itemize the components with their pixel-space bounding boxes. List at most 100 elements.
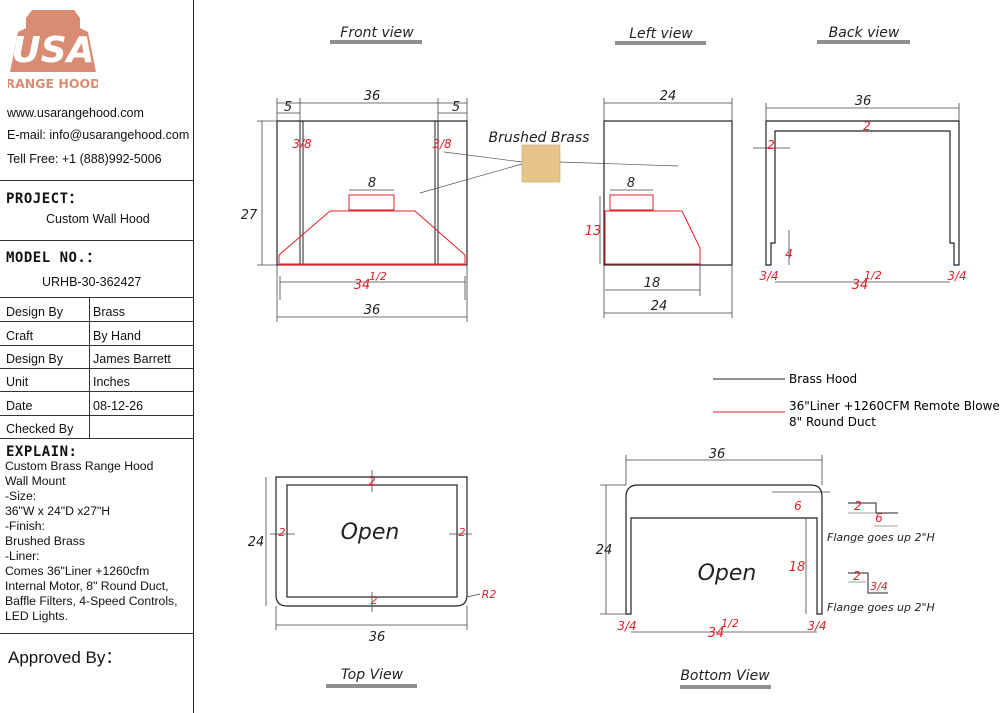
dim-back-liner-frac: 1/2	[864, 269, 882, 282]
dim-back-side-thickness: 2	[767, 138, 775, 152]
dim-top-depth: 24	[248, 535, 265, 550]
left-view: 24 8 13 18 24	[585, 89, 733, 318]
explain-line: Internal Motor, 8" Round Duct,	[5, 579, 169, 593]
detail-value: 08-12-26	[93, 399, 144, 413]
logo-mark: USA	[11, 30, 94, 71]
flange-note-2: Flange goes up 2"H	[827, 601, 935, 614]
detail-value: Brass	[93, 305, 125, 319]
dim-back-liner: 34	[852, 278, 869, 293]
detail-key: Date	[6, 399, 33, 413]
front-view-title: Front view	[340, 25, 414, 41]
flange-detail-1: 2 6 Flange goes up 2"H	[827, 499, 935, 544]
email-text: E-mail: info@usarangehood.com	[7, 128, 190, 142]
table-divider	[89, 297, 90, 438]
dim-back-wall-right: 3/4	[947, 269, 966, 283]
finish-label: Brushed Brass	[489, 130, 590, 146]
radius-label: R2	[482, 588, 497, 601]
top-view: Open 24 36 2 2 2 2 R2	[248, 470, 497, 645]
explain-line: Comes 36"Liner +1260cfm	[5, 564, 150, 578]
back-view: 36 2 2 4 34 1/2 3/4 3/4	[753, 94, 967, 293]
title-block: USA RANGE HOOD www.usarangehood.com E-ma…	[0, 0, 194, 713]
legend: Brass Hood 36"Liner +1260CFM Remote Blow…	[713, 372, 1000, 429]
usa-range-hood-logo: USA RANGE HOOD	[8, 10, 98, 91]
explain-line: 36"W x 24"D x27"H	[5, 504, 111, 518]
dim-top-width: 36	[369, 630, 386, 645]
dim-front-liner-frac: 1/2	[369, 270, 387, 283]
detail-key: Design By	[6, 305, 63, 319]
left-view-title: Left view	[629, 26, 693, 42]
logo-subtitle: RANGE HOOD	[8, 76, 98, 91]
dim-front-liner: 34	[354, 278, 371, 293]
top-view-title: Top View	[341, 667, 404, 683]
dim-back-flange: 4	[785, 247, 793, 261]
flange-detail-2: 2 3/4 Flange goes up 2"H	[827, 569, 935, 614]
open-label-bottom: Open	[698, 561, 757, 586]
explain-line: Baffle Filters, 4-Speed Controls,	[5, 594, 178, 608]
explain-line: LED Lights.	[5, 609, 69, 623]
detail-key: Unit	[6, 375, 29, 389]
dim-flange-a-height: 2	[854, 499, 862, 513]
divider	[0, 297, 193, 298]
dim-left-duct: 8	[627, 176, 635, 191]
open-label-top: Open	[341, 520, 400, 545]
dim-bottom-liner: 34	[708, 626, 725, 641]
dim-front-height: 27	[241, 208, 258, 223]
dim-left-liner-depth: 18	[644, 276, 661, 291]
website-text: www.usarangehood.com	[7, 106, 144, 120]
detail-value: By Hand	[93, 329, 141, 343]
explain-line: -Size:	[5, 489, 37, 503]
explain-line: Wall Mount	[5, 474, 66, 488]
legend-duct-label: 8" Round Duct	[789, 415, 876, 429]
legend-hood-label: Brass Hood	[789, 372, 857, 386]
dim-bottom-liner-frac: 1/2	[721, 617, 739, 630]
flange-note-1: Flange goes up 2"H	[827, 531, 935, 544]
detail-key: Checked By	[6, 422, 74, 436]
dim-left-bottom: 24	[651, 299, 668, 314]
explain-text: Custom Brass Range Hood Wall Mount -Size…	[5, 459, 193, 624]
explain-line: -Finish:	[5, 519, 45, 533]
bottom-view-title: Bottom View	[680, 668, 770, 684]
back-view-title: Back view	[829, 25, 900, 41]
dim-back-top-thickness: 2	[863, 119, 871, 133]
dim-bottom-width: 36	[709, 447, 726, 462]
approved-by-label: Approved By：	[8, 648, 123, 667]
dim-bottom-wall-right: 3/4	[807, 619, 826, 633]
model-label: MODEL NO.：	[6, 250, 101, 266]
detail-key: Craft	[6, 329, 34, 343]
dim-top-edge-back: 2	[369, 475, 376, 488]
project-label: PROJECT：	[6, 191, 84, 207]
explain-line: Brushed Brass	[5, 534, 85, 548]
dim-back-wall-left: 3/4	[759, 269, 778, 283]
divider	[0, 180, 193, 181]
dim-flange-a-length: 6	[875, 511, 883, 525]
detail-value: James Barrett	[93, 352, 171, 366]
dim-front-right-gap: 5	[452, 100, 460, 115]
dim-front-width: 36	[364, 89, 381, 104]
dim-bottom-depth: 24	[596, 543, 613, 558]
dim-bottom-side: 18	[789, 560, 806, 575]
project-value: Custom Wall Hood	[46, 212, 150, 226]
dim-bottom-front: 6	[794, 499, 802, 513]
phone-text: Tell Free: +1 (888)992-5006	[7, 152, 162, 166]
detail-value: Inches	[93, 375, 130, 389]
divider	[0, 633, 193, 634]
dim-flange-b-height: 2	[853, 569, 861, 583]
dim-flange-b-thickness: 3/4	[870, 580, 888, 593]
dim-top-edge-right: 2	[459, 526, 466, 539]
dim-top-edge-left: 2	[279, 526, 286, 539]
brass-finish-swatch: Brushed Brass	[489, 130, 679, 183]
model-value: URHB-30-362427	[42, 275, 142, 289]
dim-bottom-wall-left: 3/4	[617, 619, 636, 633]
dim-front-left-gap: 5	[284, 100, 292, 115]
bottom-view: Open 36 24 6 18 34 1/2 3/4 3/4	[596, 447, 935, 641]
detail-key: Design By	[6, 352, 63, 366]
dim-top-edge-front: 2	[371, 594, 378, 607]
dim-front-bottom: 36	[364, 303, 381, 318]
explain-label: EXPLAIN:	[6, 444, 78, 460]
dim-front-wall-right: 3/8	[432, 137, 452, 151]
dim-left-liner-height: 13	[585, 224, 602, 239]
explain-line: Custom Brass Range Hood	[5, 459, 154, 473]
dim-front-duct: 8	[368, 176, 376, 191]
